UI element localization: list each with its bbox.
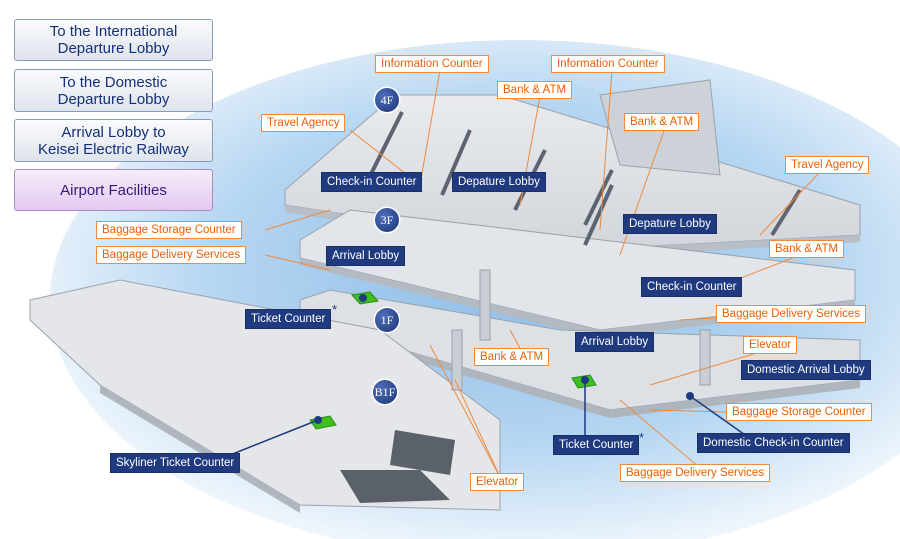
label-departure-lobby: Depature Lobby — [623, 214, 717, 234]
floor-marker-4f: 4F — [375, 88, 399, 112]
label-baggage-storage-counter: Baggage Storage Counter — [726, 403, 872, 421]
label-domestic-checkin-counter: Domestic Check-in Counter — [697, 433, 850, 453]
label-skyliner-ticket-counter: Skyliner Ticket Counter — [110, 453, 241, 473]
floor-marker-3f: 3F — [375, 208, 399, 232]
floor-marker-1f: 1F — [375, 308, 399, 332]
label-bank-atm: Bank & ATM — [474, 348, 550, 366]
label-departure-lobby: Depature Lobby — [452, 172, 546, 192]
label-arrival-lobby: Arrival Lobby — [326, 246, 406, 266]
floor-marker-b1f: B1F — [373, 380, 397, 404]
label-checkin-counter: Check-in Counter — [321, 172, 423, 192]
label-baggage-delivery-services: Baggage Delivery Services — [716, 305, 867, 323]
label-travel-agency: Travel Agency — [785, 156, 870, 174]
label-arrival-lobby: Arrival Lobby — [575, 332, 655, 352]
label-baggage-storage-counter: Baggage Storage Counter — [96, 221, 242, 239]
label-baggage-delivery-services: Baggage Delivery Services — [620, 464, 771, 482]
label-information-counter: Information Counter — [375, 55, 489, 73]
label-ticket-counter: Ticket Counter — [245, 309, 332, 329]
pillars — [451, 269, 711, 391]
label-bank-atm: Bank & ATM — [624, 113, 700, 131]
asterisk-mark: * — [639, 430, 645, 445]
label-bank-atm: Bank & ATM — [769, 240, 845, 258]
label-travel-agency: Travel Agency — [261, 114, 346, 132]
label-elevator: Elevator — [470, 473, 525, 491]
label-checkin-counter: Check-in Counter — [641, 277, 743, 297]
label-ticket-counter: Ticket Counter — [553, 435, 640, 455]
label-bank-atm: Bank & ATM — [497, 81, 573, 99]
label-information-counter: Information Counter — [551, 55, 665, 73]
label-baggage-delivery-services: Baggage Delivery Services — [96, 246, 247, 264]
escalators — [366, 111, 802, 246]
asterisk-mark: * — [332, 302, 338, 317]
label-domestic-arrival-lobby: Domestic Arrival Lobby — [741, 360, 871, 380]
location-dots — [314, 294, 694, 424]
floor-b1f-slab — [29, 279, 501, 513]
nav-airport-facilities-button[interactable]: Airport Facilities — [14, 169, 213, 211]
label-elevator: Elevator — [743, 336, 798, 354]
